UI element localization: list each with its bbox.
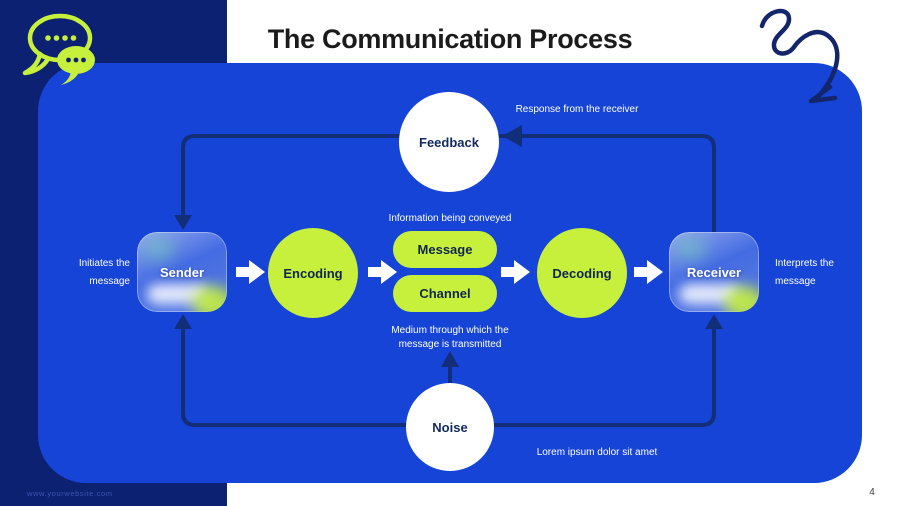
node-noise-label: Noise — [432, 419, 468, 435]
node-encoding-label: Encoding — [283, 265, 343, 281]
node-message: Message — [393, 231, 497, 268]
label-response-from-receiver: Response from the receiver — [515, 104, 639, 115]
label-information-conveyed: Information being conveyed — [388, 213, 512, 224]
label-medium-line2: message is transmitted — [398, 339, 502, 350]
label-initiates-line2: message — [89, 276, 130, 287]
arrowhead-noise-up — [441, 351, 459, 367]
label-interprets-line2: message — [775, 276, 816, 287]
page-number: 4 — [869, 487, 875, 498]
arrow-encoding-to-message — [368, 260, 397, 284]
node-receiver: Receiver — [669, 232, 759, 312]
label-initiates: Initiates the message — [50, 255, 130, 291]
glass-green-blob — [725, 286, 759, 312]
arrowhead-into-sender — [174, 215, 192, 230]
node-decoding-label: Decoding — [552, 265, 612, 281]
node-feedback-label: Feedback — [419, 134, 479, 150]
arrow-sender-to-encoding — [236, 260, 265, 284]
arrow-decoding-to-receiver — [634, 260, 663, 284]
node-sender: Sender — [137, 232, 227, 312]
node-decoding: Decoding — [537, 228, 627, 318]
arrowhead-up-receiver — [705, 314, 723, 329]
node-sender-label: Sender — [159, 264, 205, 280]
label-noise-caption: Lorem ipsum dolor sit amet — [536, 447, 658, 458]
label-initiates-line1: Initiates the — [78, 258, 130, 269]
arrow-channel-to-decoding — [501, 260, 530, 284]
node-receiver-label: Receiver — [686, 264, 742, 280]
glass-green-blob — [193, 286, 227, 312]
label-interprets-line1: Interprets the — [775, 258, 834, 269]
arrowhead-into-feedback — [502, 125, 522, 147]
node-encoding: Encoding — [268, 228, 358, 318]
chat-bubbles-icon — [22, 13, 95, 85]
node-channel-label: Channel — [419, 286, 471, 301]
label-medium-line1: Medium through which the — [391, 325, 509, 336]
diagram-panel: Feedback Sender Encoding Message Channel… — [38, 63, 862, 483]
page-title: The Communication Process — [267, 24, 633, 54]
squiggle-arrow-icon — [759, 8, 840, 104]
node-message-label: Message — [417, 242, 473, 257]
node-channel: Channel — [393, 275, 497, 312]
footer-website-url: www.yourwebsite.com — [27, 489, 113, 498]
label-medium: Medium through which the message is tran… — [330, 324, 570, 352]
node-feedback: Feedback — [399, 92, 499, 192]
arrowhead-up-sender — [174, 314, 192, 329]
glass-teal-blob — [675, 238, 707, 260]
glass-teal-blob — [143, 238, 175, 260]
node-noise: Noise — [406, 383, 494, 471]
label-interprets: Interprets the message — [775, 255, 865, 291]
